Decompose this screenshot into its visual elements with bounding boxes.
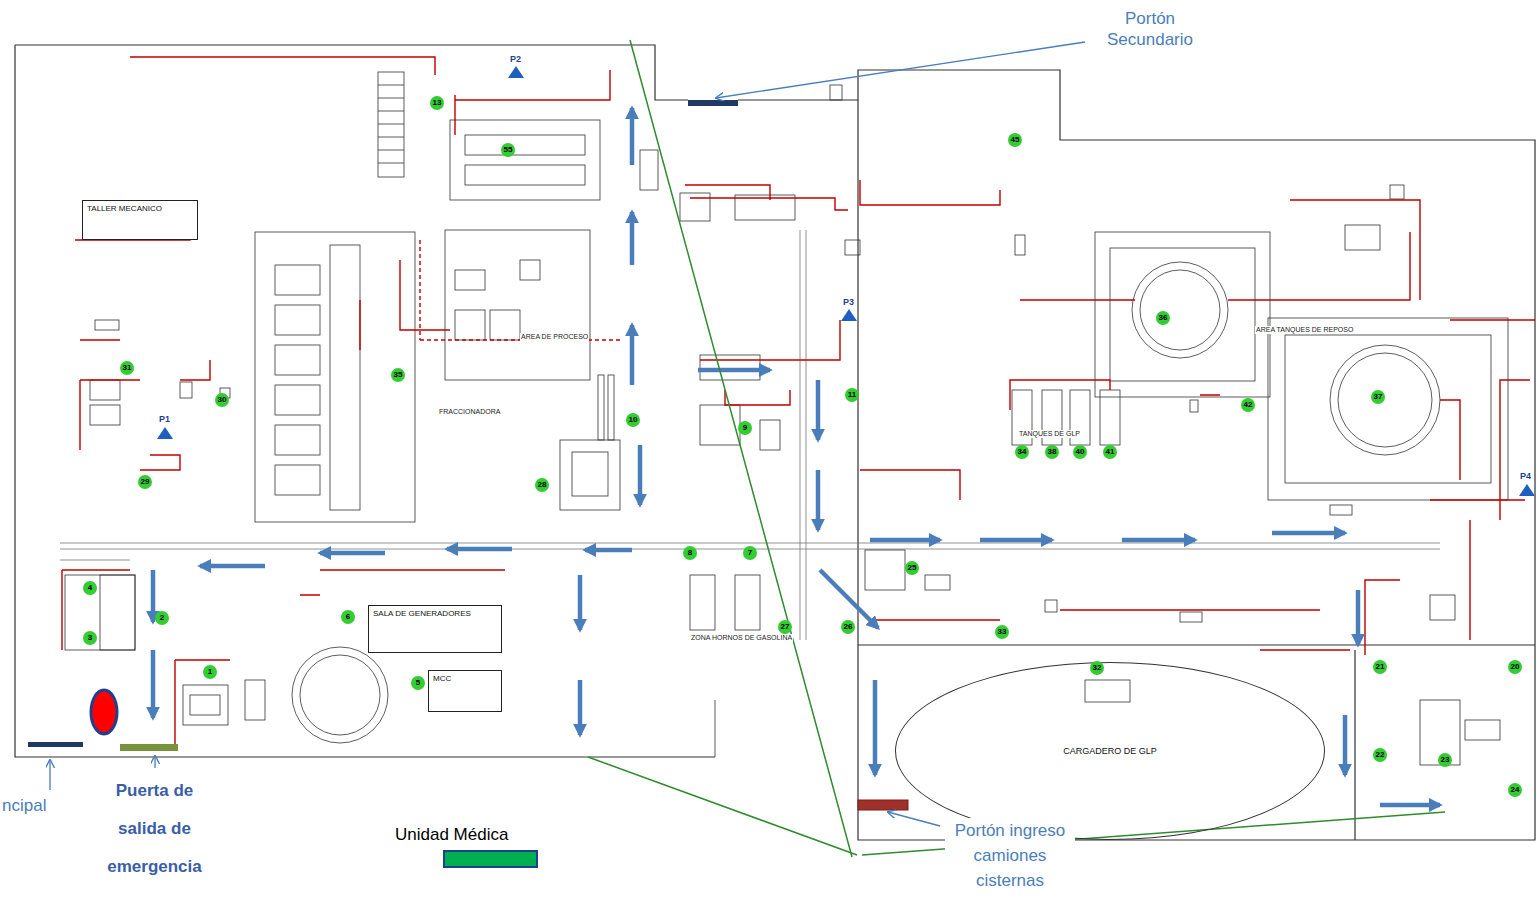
annotation-label: Portón Secundario: [1090, 8, 1210, 51]
area-box: SALA DE GENERADORES: [368, 605, 502, 653]
area-name: MCC: [429, 671, 501, 687]
callout-number: 23: [1438, 753, 1452, 767]
callout-number: 7: [743, 546, 757, 560]
legend-swatch: [443, 850, 538, 868]
zone-label: FRACCIONADORA: [438, 408, 501, 416]
secondary-gate: [688, 100, 738, 106]
callout-number: 42: [1241, 398, 1255, 412]
callout-number: 9: [738, 421, 752, 435]
pump-label: P1: [158, 415, 171, 424]
pump-label: P2: [509, 55, 522, 64]
equipment-outlines: [65, 72, 1508, 765]
callout-number: 22: [1373, 748, 1387, 762]
callout-number: 21: [1373, 660, 1387, 674]
area-box: TALLER MECANICO: [82, 200, 198, 240]
callout-number: 28: [535, 478, 549, 492]
callout-number: 20: [1508, 660, 1522, 674]
callout-number: 31: [120, 361, 134, 375]
callout-number: 6: [341, 610, 355, 624]
assembly-point: [91, 690, 117, 734]
annotation-label: ncipal: [2, 795, 46, 816]
callout-number: 37: [1371, 390, 1385, 404]
area-box: MCC: [428, 670, 502, 712]
zone-label: TANQUES DE GLP: [1018, 430, 1081, 438]
callout-number: 30: [215, 393, 229, 407]
annotation-label: Portón ingreso camiones cisternas: [945, 818, 1075, 893]
callout-number: 34: [1015, 445, 1029, 459]
loading-area: CARGADERO DE GLP: [895, 662, 1325, 840]
pipelines: [62, 57, 1535, 745]
callout-number: 2: [155, 611, 169, 625]
legend-text: Unidad Médica: [395, 825, 508, 845]
zone-label: AREA TANQUES DE REPOSO: [1255, 326, 1354, 334]
pump-label: P4: [1519, 472, 1532, 481]
callout-number: 35: [391, 368, 405, 382]
callout-number: 4: [83, 581, 97, 595]
callout-number: 5: [411, 676, 425, 690]
callout-number: 11: [845, 388, 859, 402]
callout-number: 1: [203, 665, 217, 679]
callout-number: 8: [683, 546, 697, 560]
area-name: CARGADERO DE GLP: [1060, 745, 1160, 758]
callout-number: 24: [1508, 783, 1522, 797]
callout-number: 38: [1045, 445, 1059, 459]
callout-number: 32: [1090, 661, 1104, 675]
callout-number: 3: [83, 631, 97, 645]
callout-number: 40: [1073, 445, 1087, 459]
callout-number: 13: [430, 96, 444, 110]
annotation-label: Puerta de salida de emergencia: [92, 772, 217, 886]
callout-number: 33: [995, 625, 1009, 639]
pump-label: P3: [842, 298, 855, 307]
callout-number: 26: [841, 620, 855, 634]
pump-triangles: [157, 66, 1535, 496]
area-name: SALA DE GENERADORES: [369, 606, 501, 622]
emergency-exit: [120, 744, 178, 751]
road-lines: [60, 230, 1440, 640]
plant-boundary: [15, 45, 1535, 840]
zone-label: AREA DE PROCESO: [520, 333, 589, 341]
callout-number: 25: [905, 561, 919, 575]
main-gate: [28, 742, 83, 747]
callout-number: 36: [1156, 311, 1170, 325]
zone-label: ZONA HORNOS DE GASOLINA: [690, 634, 793, 642]
area-name: TALLER MECANICO: [83, 201, 197, 217]
callout-number: 55: [501, 143, 515, 157]
callout-number: 10: [626, 413, 640, 427]
leader-lines: [50, 42, 1085, 826]
callout-number: 27: [778, 620, 792, 634]
callout-number: 45: [1008, 133, 1022, 147]
callout-number: 29: [138, 475, 152, 489]
truck-gate: [858, 800, 908, 810]
callout-number: 41: [1103, 445, 1117, 459]
green-lines: [588, 40, 1445, 857]
evacuation-arrows: [153, 108, 1440, 805]
